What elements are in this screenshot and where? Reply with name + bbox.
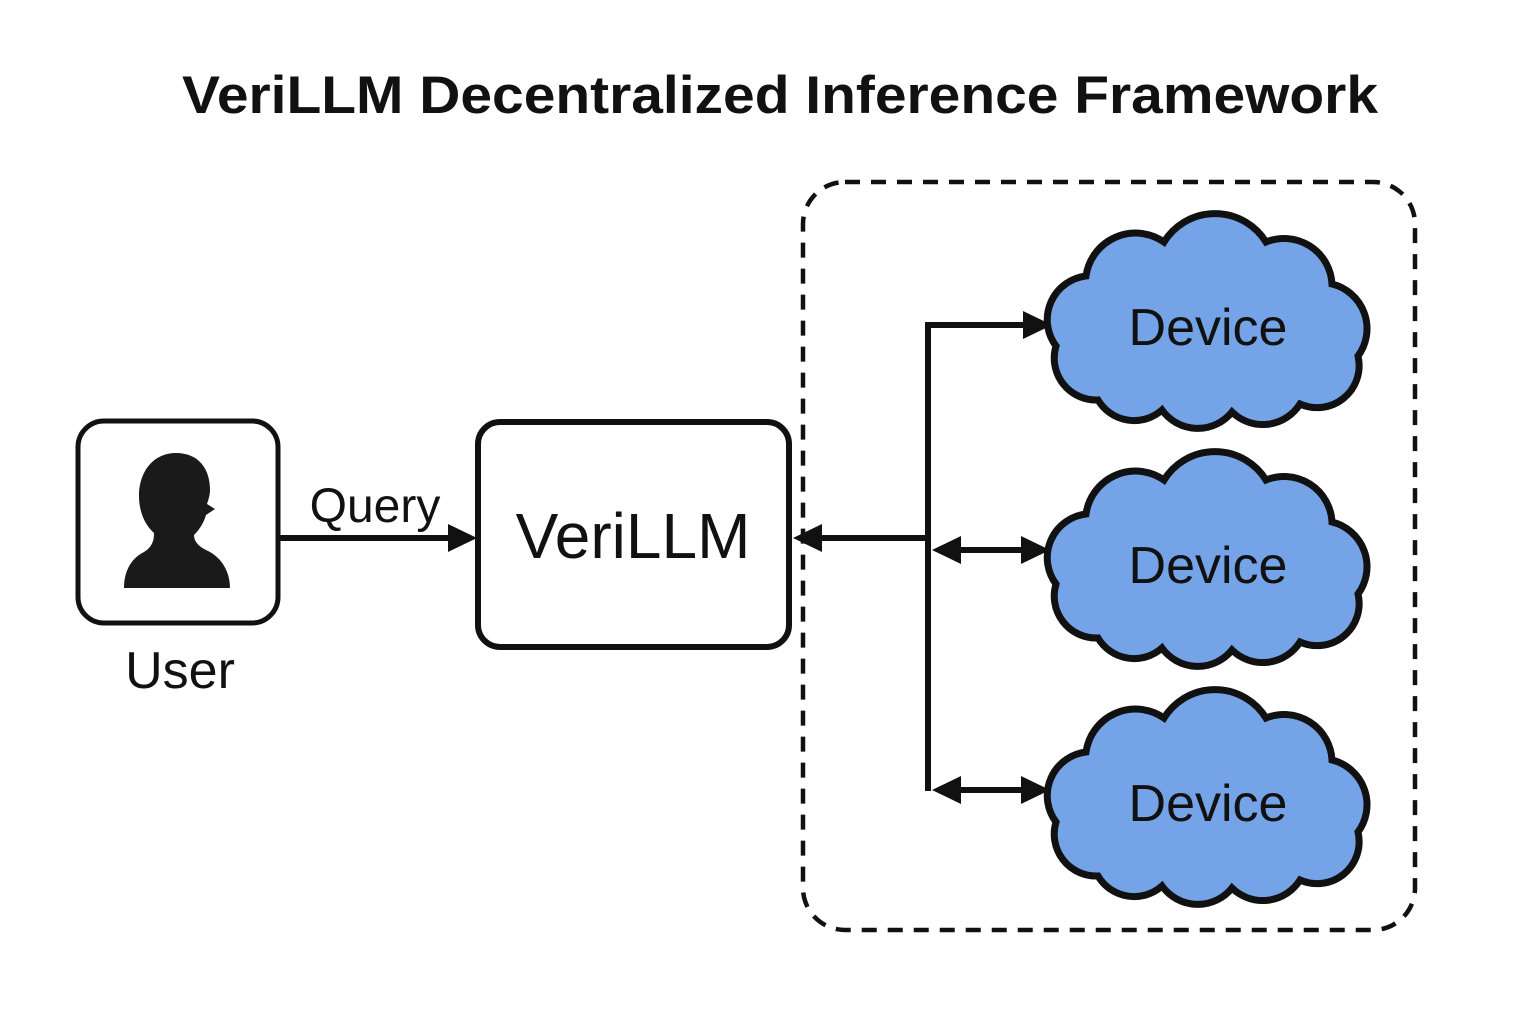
- device3-arrowhead-right: [1021, 776, 1050, 804]
- verillm-return-arrowhead: [793, 524, 822, 552]
- query-label: Query: [310, 480, 441, 533]
- device1-label: Device: [1129, 299, 1288, 357]
- verillm-label: VeriLLM: [516, 500, 751, 572]
- user-label: User: [125, 642, 235, 700]
- device2-arrowhead-left: [932, 536, 961, 564]
- device2-label: Device: [1129, 537, 1288, 595]
- device3-arrowhead-left: [932, 776, 961, 804]
- person-silhouette-icon: [124, 453, 230, 588]
- device3-label: Device: [1129, 775, 1288, 833]
- device-cluster-boundary: [800, 179, 1418, 933]
- query-arrowhead: [448, 524, 477, 552]
- diagram-title: VeriLLM Decentralized Inference Framewor…: [182, 66, 1379, 125]
- device1-arrowhead: [1023, 311, 1052, 339]
- verillm-box: [475, 419, 792, 650]
- device2-arrowhead-right: [1021, 536, 1050, 564]
